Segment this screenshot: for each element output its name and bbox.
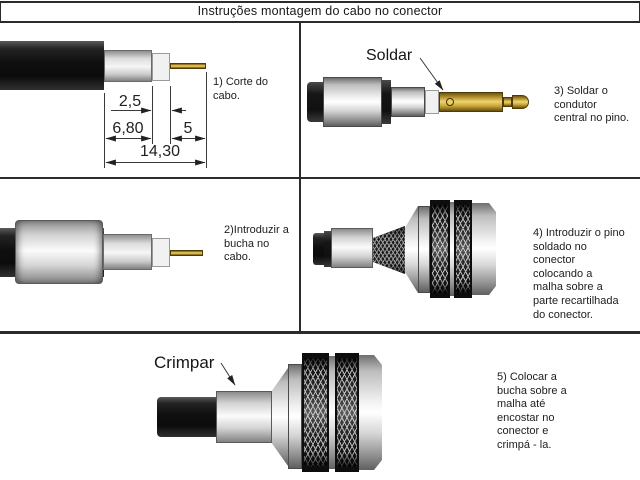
step5-crimp-ferrule bbox=[216, 391, 272, 443]
dim-label-pin: 5 bbox=[183, 120, 193, 137]
row-divider-1 bbox=[0, 177, 640, 179]
step3-body-cylinder bbox=[323, 77, 382, 127]
step3-solder-hole bbox=[446, 98, 454, 106]
title-left-edge bbox=[0, 2, 1, 22]
step3-rear-ring bbox=[307, 82, 323, 122]
step4-knurl-gap bbox=[450, 202, 454, 296]
dim-label-braid: 6,80 bbox=[112, 120, 144, 137]
step2-ferrule bbox=[15, 220, 103, 284]
step4-knurl-band-1 bbox=[430, 200, 450, 298]
crimp-callout: Crimpar bbox=[154, 353, 215, 372]
step3-note: 3) Soldar o condutor central no pino. bbox=[554, 85, 630, 125]
step5-knurl-gap bbox=[329, 356, 335, 469]
step5-knurl-band-1 bbox=[302, 353, 329, 472]
title-separator bbox=[0, 21, 640, 23]
column-divider bbox=[299, 23, 301, 332]
step4-knurl-band-2 bbox=[454, 200, 472, 298]
step3-pin-tip bbox=[512, 95, 529, 109]
step5-cable-jacket bbox=[157, 397, 216, 437]
dim-label-dielectric: 2,5 bbox=[118, 93, 142, 110]
step2-note: 2)Introduzir a bucha no cabo. bbox=[224, 224, 289, 264]
step3-pin-body bbox=[439, 92, 503, 112]
solder-callout: Soldar bbox=[366, 47, 413, 64]
step5-connector-body bbox=[359, 355, 382, 470]
dim-label-total: 14,30 bbox=[139, 143, 181, 160]
step2-cable-dielectric bbox=[152, 238, 170, 267]
step3-front-cylinder bbox=[391, 87, 425, 117]
step3-dark-ring bbox=[382, 80, 391, 124]
step4-connector-taper bbox=[405, 206, 418, 293]
solder-leader-arrow bbox=[419, 57, 444, 91]
step4-braid-mesh bbox=[373, 226, 405, 274]
step2-cable-braid bbox=[103, 234, 152, 270]
step4-ferrule bbox=[331, 228, 373, 268]
step5-connector-taper bbox=[272, 368, 288, 466]
step5-knurl-band-2 bbox=[335, 353, 359, 472]
crimp-leader-arrow bbox=[220, 362, 236, 386]
step1-note: 1) Corte do cabo. bbox=[213, 76, 269, 102]
step4-connector-body bbox=[472, 203, 496, 295]
step3-insulator-ring bbox=[425, 90, 439, 114]
step1-cable-braid bbox=[104, 50, 152, 82]
step4-note: 4) Introduzir o pino soldado no conector… bbox=[533, 227, 625, 321]
step5-connector-step bbox=[288, 364, 302, 469]
step2-center-conductor bbox=[170, 250, 203, 256]
top-border bbox=[0, 1, 640, 3]
step1-cable-jacket bbox=[0, 41, 104, 90]
row-divider-2 bbox=[0, 331, 640, 334]
step4-ferrule-ring bbox=[324, 231, 331, 267]
step1-center-conductor bbox=[170, 63, 206, 69]
step1-cable-dielectric bbox=[152, 53, 170, 81]
step5-note: 5) Colocar a bucha sobre a malha até enc… bbox=[497, 371, 567, 451]
step3-pin-neck bbox=[503, 97, 512, 107]
page-title: Instruções montagem do cabo no conector bbox=[197, 4, 443, 18]
step4-connector-step bbox=[418, 206, 430, 293]
step4-cable-end bbox=[313, 233, 324, 265]
